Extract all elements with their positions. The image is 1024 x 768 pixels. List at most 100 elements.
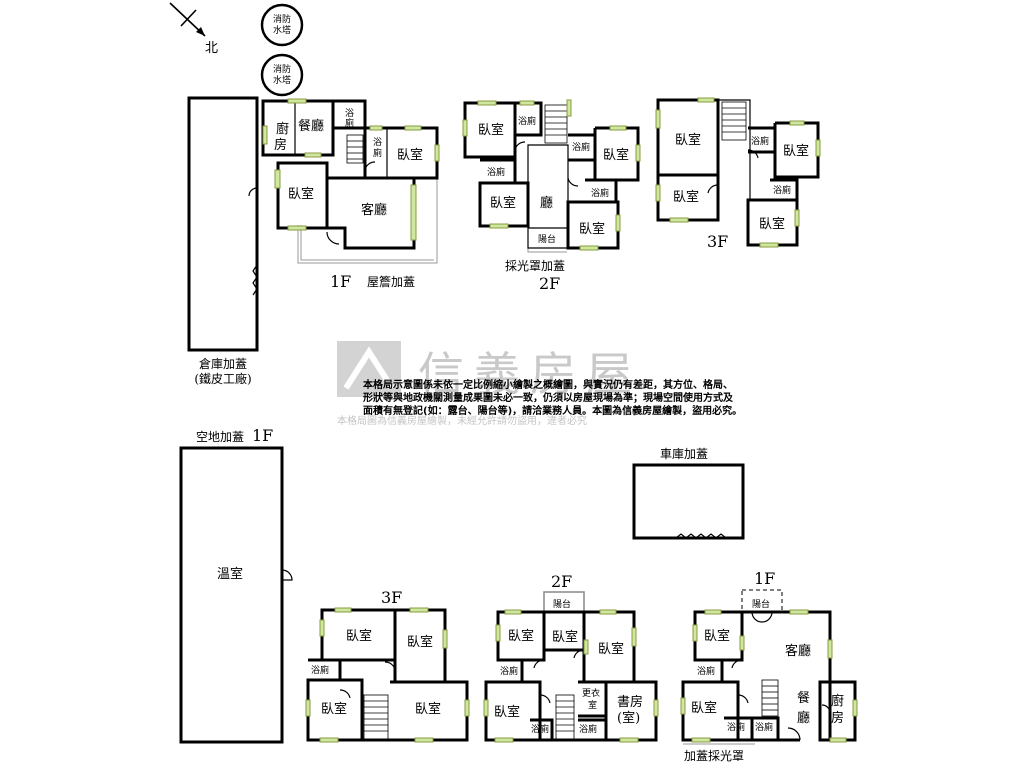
brand-logo-mark-icon <box>343 346 395 390</box>
window-icon <box>653 699 659 717</box>
window-icon <box>334 607 352 613</box>
room-bath-label: 浴廁 <box>500 665 518 677</box>
window-icon <box>319 737 339 743</box>
living-walls <box>327 176 416 250</box>
room-kitchen-label: 房 <box>274 137 287 153</box>
window-icon <box>414 737 434 743</box>
window-icon <box>655 184 661 202</box>
greenhouse: 空地加蓋 1F 溫室 <box>179 426 293 744</box>
floorplan-bottom-1f: 1F 陽台 臥室 客廳 浴廁 臥室 餐 <box>680 569 858 763</box>
bedroom-walls <box>566 200 620 250</box>
door-icon <box>514 141 526 151</box>
window-icon <box>287 98 307 104</box>
window-icon <box>691 737 711 743</box>
door-icon <box>707 184 719 194</box>
room-bedroom-label: 臥室 <box>490 195 516 211</box>
window-icon <box>619 737 639 743</box>
window-icon <box>827 639 833 659</box>
compass: 北 <box>169 2 218 56</box>
door-icon <box>384 661 396 671</box>
room-bedroom-label: 臥室 <box>508 628 534 644</box>
room-bath-label: 浴 <box>345 108 354 119</box>
room-dining-label: 餐廳 <box>298 118 324 134</box>
room-bedroom-label: 臥室 <box>494 704 520 720</box>
eave-label: 屋簷加蓋 <box>367 275 415 289</box>
room-kitchen-label: 廚 <box>276 121 289 137</box>
floor-label: 1F <box>330 272 351 291</box>
window-icon <box>599 609 617 615</box>
window-icon <box>789 120 805 126</box>
window-icon <box>815 139 821 157</box>
door-icon <box>364 161 376 171</box>
window-icon <box>609 125 627 131</box>
room-living-label: 客廳 <box>785 643 811 659</box>
warehouse-outline <box>187 96 259 352</box>
door-icon <box>539 694 551 704</box>
skylight-label: 加蓋採光罩 <box>684 749 744 763</box>
room-study-label: (室) <box>617 710 640 726</box>
window-icon <box>669 217 689 223</box>
room-bath-label: 廁 <box>345 117 354 129</box>
room-bedroom-label: 臥室 <box>579 221 605 237</box>
water-tank-circle-icon <box>260 53 304 97</box>
room-bath-label: 浴廁 <box>572 141 590 153</box>
door-icon <box>821 704 831 714</box>
window-icon <box>434 144 440 162</box>
bedroom-walls <box>463 101 517 159</box>
door-icon <box>737 694 749 704</box>
shutter-icon <box>675 533 727 539</box>
room-bedroom-label: 臥室 <box>673 189 699 205</box>
door-icon <box>567 177 579 187</box>
window-icon <box>489 223 509 229</box>
floorplan-bottom-3f: 3F 臥室 臥室 浴廁 臥室 臥室 <box>305 588 470 743</box>
room-kitchen-label: 房 <box>831 710 844 726</box>
stairs-icon <box>363 694 389 740</box>
garage: 車庫加蓋 <box>632 447 745 540</box>
water-tank-1: 消防 水塔 <box>260 3 304 47</box>
warehouse-label: (鐵皮工廠) <box>194 371 251 386</box>
room-study-label: 書房 <box>617 694 643 710</box>
bath-walls <box>578 718 608 740</box>
stairs-icon <box>346 134 364 164</box>
room-balcony-label: 陽台 <box>538 233 556 245</box>
window-icon <box>579 245 599 251</box>
window-icon <box>692 624 698 642</box>
room-bedroom-label: 臥室 <box>288 186 314 202</box>
room-living-label: 客廳 <box>361 202 387 218</box>
room-bedroom-label: 臥室 <box>603 147 629 163</box>
window-icon <box>704 609 722 615</box>
window-icon <box>504 609 522 615</box>
room-kitchen-label: 廚 <box>831 693 844 709</box>
water-tank-label: 消防 <box>273 13 291 25</box>
water-tank-label: 水塔 <box>273 74 291 86</box>
room-bedroom-label: 臥室 <box>415 701 441 717</box>
open-space-title: 空地加蓋 <box>196 430 244 444</box>
window-icon <box>759 242 779 248</box>
door-icon <box>747 149 759 159</box>
window-icon <box>635 144 641 162</box>
warehouse-label: 倉庫加蓋 <box>199 356 247 371</box>
bath-walls <box>752 716 780 740</box>
door-icon <box>787 727 801 741</box>
room-bedroom-label: 臥室 <box>407 634 433 650</box>
door-icon <box>339 689 351 699</box>
kitchen-walls <box>818 680 857 742</box>
room-bedroom-label: 臥室 <box>691 700 717 716</box>
window-icon <box>477 100 497 106</box>
room-bath-label: 浴廁 <box>531 723 549 735</box>
window-icon <box>495 624 501 642</box>
greenhouse-outline <box>179 446 284 744</box>
room-bedroom-label: 臥室 <box>478 122 504 138</box>
compass-north-label: 北 <box>205 41 218 56</box>
disclaimer-line: 本格局示意圖係未依一定比例縮小繪製之概繪圖，與實況仍有差距，其方位、格局、 <box>363 378 733 391</box>
door-icon <box>731 659 743 669</box>
window-icon <box>442 629 448 649</box>
window-icon <box>404 125 422 131</box>
window-icon <box>852 699 858 717</box>
room-dining-label: 餐 <box>797 690 810 706</box>
copyright-watermark-text: 本格局圖為信義房屋繪製，未經允許請勿盜用，違者必究 <box>337 414 587 427</box>
disclaimer-line: 面積有無登記(如：露台、陽台等)，請洽業務人員。本圖為信義房屋繪製，盜用必究。 <box>363 404 742 417</box>
compass-cross-icon <box>180 9 197 27</box>
bath-walls <box>530 718 554 740</box>
